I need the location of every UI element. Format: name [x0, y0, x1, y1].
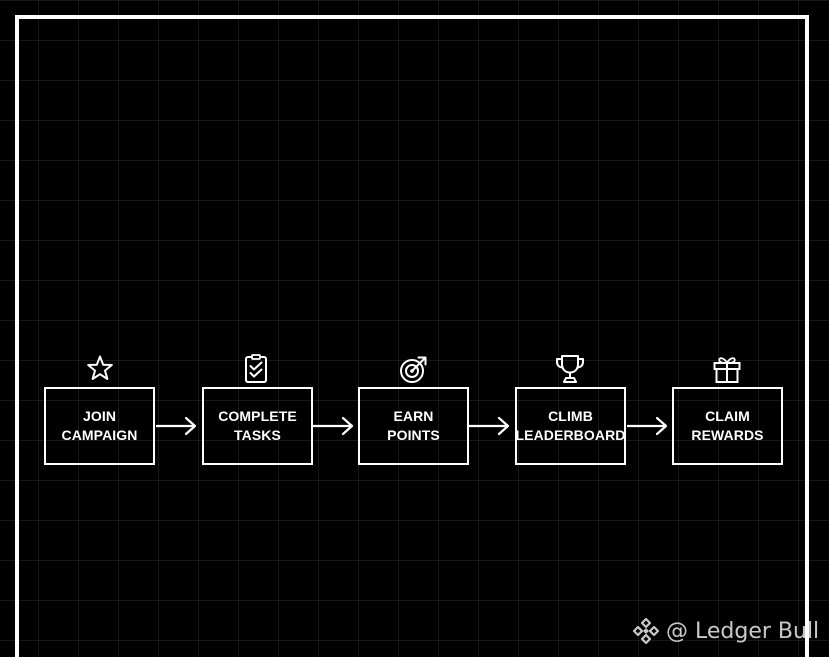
step-label-line1: CLAIM [705, 408, 750, 424]
step-climb-leaderboard: CLIMB LEADERBOARD [515, 387, 626, 465]
outer-frame [15, 15, 809, 657]
step-label-line2: LEADERBOARD [515, 427, 626, 443]
step-label-line2: REWARDS [691, 427, 764, 443]
step-earn-points: EARN POINTS [358, 387, 469, 465]
step-complete-tasks: COMPLETE TASKS [202, 387, 313, 465]
arrow-right-icon [469, 416, 510, 436]
gift-icon [713, 357, 741, 383]
watermark-text: @ Ledger Bull [666, 618, 820, 644]
target-icon [400, 356, 427, 383]
step-label-line1: COMPLETE [218, 408, 297, 424]
step-label-line2: POINTS [387, 427, 440, 443]
step-join-campaign: JOIN CAMPAIGN [44, 387, 155, 465]
arrow-right-icon [313, 416, 354, 436]
step-label-line1: JOIN [82, 408, 117, 424]
step-claim-rewards: CLAIM REWARDS [672, 387, 783, 465]
step-label-line2: CAMPAIGN [61, 427, 138, 443]
step-label-line1: EARN [393, 408, 434, 424]
arrow-right-icon [156, 416, 197, 436]
arrow-right-icon [627, 416, 668, 436]
checklist-icon [245, 354, 267, 383]
star-icon [87, 355, 113, 380]
trophy-icon [556, 355, 584, 383]
watermark: @ Ledger Bull [632, 616, 819, 646]
step-label-line2: TASKS [234, 427, 281, 443]
binance-logo-icon [632, 617, 660, 645]
step-label-line1: CLIMB [548, 408, 593, 424]
